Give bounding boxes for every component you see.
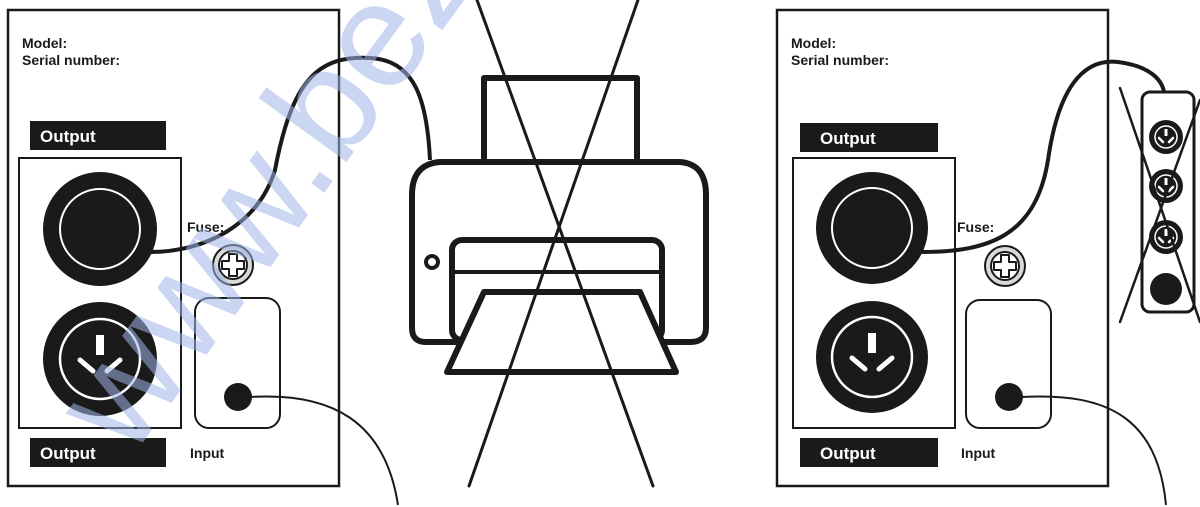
left-serial-label: Serial number: <box>22 52 120 68</box>
right-input-cable <box>1021 395 1167 506</box>
right-output-bottom-banner <box>800 438 938 467</box>
printer-icon <box>409 75 709 375</box>
left-input-frame <box>194 297 281 429</box>
left-fuse-plus-icon <box>212 244 254 286</box>
left-fuse-label: Fuse: <box>187 219 224 235</box>
right-strip-cable <box>921 59 1166 254</box>
left-outlet-frame <box>18 157 182 429</box>
right-input-jack <box>995 383 1023 411</box>
right-socket-outlet <box>816 301 928 413</box>
left-input-jack <box>224 383 252 411</box>
left-printer-cable <box>149 55 432 254</box>
right-ups-panel: Model: Serial number: Output Fuse: Input… <box>775 8 1110 488</box>
power-strip-icon <box>1140 90 1196 314</box>
left-socket-outlet <box>43 302 157 416</box>
right-fuse-plus-icon <box>984 245 1026 287</box>
left-ups-panel: Model: Serial number: Output Fuse: Input <box>6 8 341 488</box>
right-round-outlet <box>816 172 928 284</box>
printer-cross-mark <box>467 0 655 488</box>
left-output-top-label: Output <box>40 127 96 146</box>
left-model-label: Model: <box>22 35 67 51</box>
left-output-bottom-banner <box>30 438 166 467</box>
right-serial-label: Serial number: <box>791 52 889 68</box>
right-output-top-label: Output <box>820 129 876 148</box>
power-strip-outlet <box>1149 120 1183 154</box>
power-strip-cross-mark <box>1118 86 1200 324</box>
right-outlet-frame <box>792 157 956 429</box>
left-output-top-banner <box>30 121 166 150</box>
right-input-label: Input <box>961 445 996 461</box>
power-strip-round-outlet <box>1150 273 1182 305</box>
left-input-cable <box>249 395 399 506</box>
right-output-top-banner <box>800 123 938 152</box>
left-output-bottom-label: Output <box>40 444 96 463</box>
printer-indicator <box>424 254 440 270</box>
printer-paper-out <box>444 289 679 375</box>
right-fuse-label: Fuse: <box>957 219 994 235</box>
left-input-label: Input <box>190 445 225 461</box>
right-model-label: Model: <box>791 35 836 51</box>
right-output-bottom-label: Output <box>820 444 876 463</box>
left-round-outlet <box>43 172 157 286</box>
